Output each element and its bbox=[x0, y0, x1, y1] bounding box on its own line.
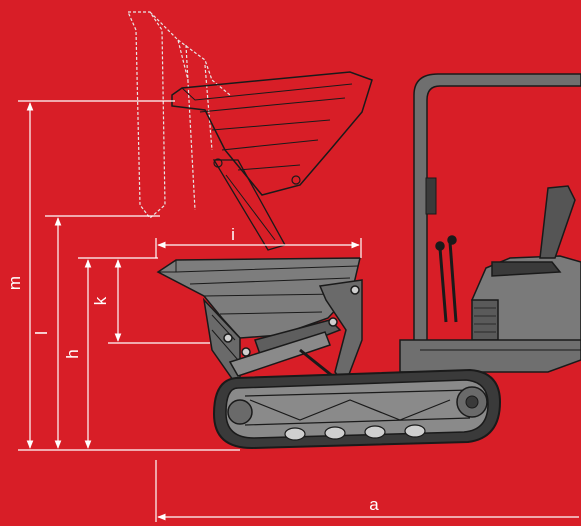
label-k: k bbox=[91, 296, 110, 305]
label-l: l bbox=[32, 331, 51, 335]
dimension-lines bbox=[18, 100, 579, 522]
label-h: h bbox=[63, 349, 82, 358]
dimension-labels: m l h k i a bbox=[5, 225, 379, 514]
roll-cage bbox=[413, 73, 581, 346]
label-a: a bbox=[369, 495, 379, 514]
raised-hopper-ghost bbox=[127, 11, 373, 251]
hopper bbox=[156, 257, 361, 393]
machine-body bbox=[399, 185, 581, 373]
label-m: m bbox=[5, 276, 24, 290]
crawler-track bbox=[212, 368, 502, 450]
label-i: i bbox=[231, 225, 235, 244]
